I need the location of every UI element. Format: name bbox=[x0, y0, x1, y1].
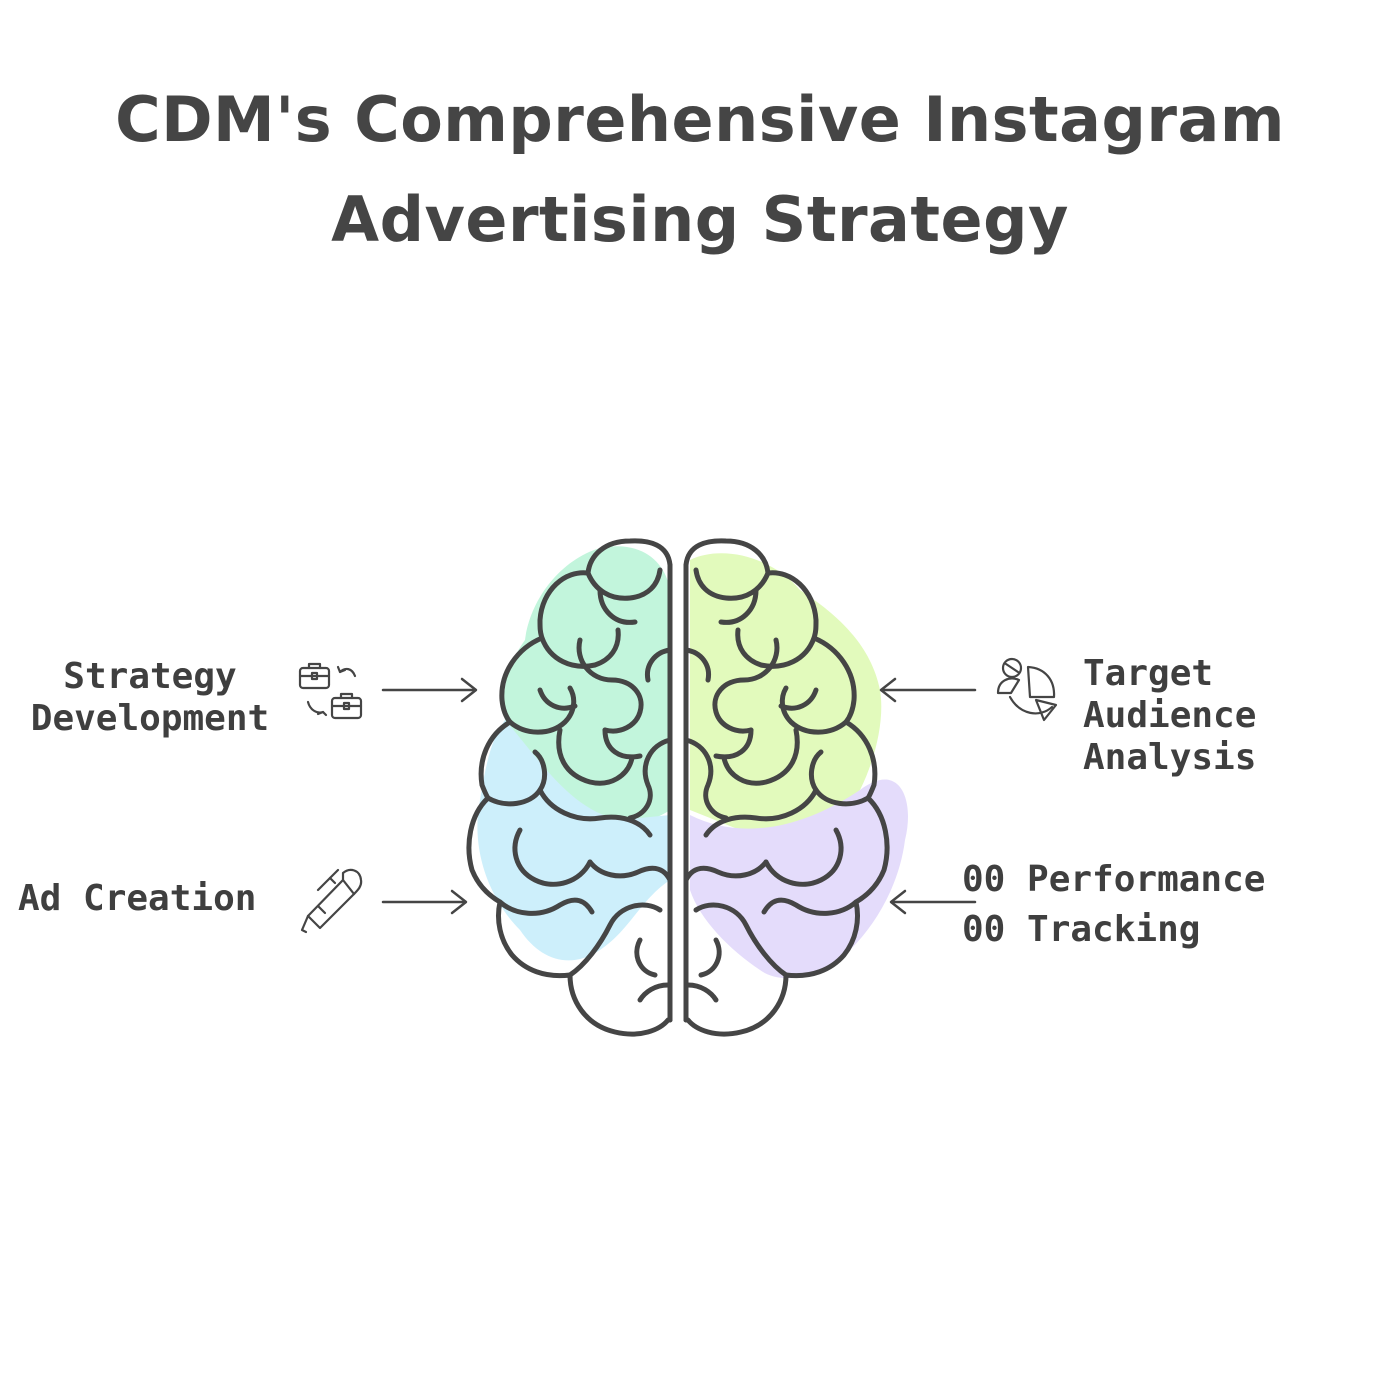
arrow-target-audience-analysis bbox=[879, 677, 977, 703]
pen-icon bbox=[300, 868, 363, 934]
strategy-development-line-1: Strategy bbox=[63, 656, 237, 697]
brain-icon bbox=[466, 538, 890, 1037]
left-gyrus bbox=[556, 727, 635, 786]
connector-arrows bbox=[381, 677, 977, 915]
right-gyrus bbox=[735, 627, 817, 669]
arrow-ad-creation bbox=[381, 889, 468, 915]
left-gyrus bbox=[587, 859, 673, 883]
left-gyrus bbox=[537, 787, 653, 838]
right-gyrus bbox=[703, 787, 819, 838]
right-gyrus bbox=[683, 647, 712, 683]
strategy-development-line-2: Development bbox=[30, 698, 270, 739]
performance-tracking-line-1: 00 Performance bbox=[962, 859, 1266, 900]
brain-color-fills bbox=[477, 546, 908, 979]
right-gyrus bbox=[761, 897, 859, 916]
performance-tracking-label: 00 Performance 00 Tracking bbox=[962, 855, 1265, 955]
right-gyrus bbox=[693, 902, 789, 978]
right-gyrus bbox=[712, 637, 780, 734]
left-gyrus bbox=[627, 737, 673, 821]
left-gyrus bbox=[585, 567, 663, 601]
right-gyrus bbox=[778, 687, 819, 711]
right-gyrus bbox=[713, 727, 754, 760]
right-gyrus bbox=[763, 827, 844, 887]
target-audience-line-2: Audience bbox=[1083, 695, 1257, 736]
arrow-performance-tracking bbox=[889, 889, 977, 915]
left-gyrus bbox=[576, 637, 644, 734]
target-audience-line-3: Analysis bbox=[1083, 737, 1257, 778]
top-right-lobe-fill bbox=[690, 553, 882, 838]
left-gyrus bbox=[539, 627, 621, 669]
performance-tracking-line-2: 00 Tracking bbox=[962, 909, 1201, 950]
bottom-right-lobe-fill bbox=[690, 779, 908, 979]
left-gyrus bbox=[567, 902, 663, 978]
ad-creation-label: Ad Creation bbox=[18, 878, 256, 920]
right-gyrus bbox=[779, 685, 849, 735]
left-gyrus bbox=[644, 647, 673, 683]
left-gyrus bbox=[497, 897, 595, 916]
left-gyrus bbox=[512, 827, 593, 887]
right-gyrus bbox=[698, 937, 722, 978]
left-gyrus bbox=[537, 687, 578, 711]
left-gyrus bbox=[634, 937, 658, 978]
right-gyrus bbox=[683, 737, 729, 821]
title-line-1: CDM's Comprehensive Instagram bbox=[115, 83, 1285, 156]
right-hemisphere-outline bbox=[683, 538, 890, 1037]
target-audience-analysis-label: Target Audience Analysis bbox=[1083, 653, 1256, 779]
briefcase-swap-icon bbox=[298, 662, 363, 720]
strategy-development-label: Strategy Development bbox=[0, 656, 300, 740]
diagram-title: CDM's Comprehensive Instagram Advertisin… bbox=[0, 70, 1400, 270]
bottom-left-lobe-fill bbox=[477, 720, 670, 961]
right-gyrus bbox=[693, 567, 771, 601]
right-gyrus bbox=[685, 982, 719, 1003]
left-gyrus bbox=[602, 727, 643, 760]
right-gyrus bbox=[718, 587, 759, 625]
left-gyrus bbox=[507, 685, 577, 735]
left-gyrus bbox=[597, 587, 638, 625]
title-line-2: Advertising Strategy bbox=[331, 183, 1069, 256]
arrow-strategy-development bbox=[381, 677, 478, 703]
left-hemisphere-outline bbox=[466, 538, 673, 1037]
target-audience-line-1: Target bbox=[1083, 653, 1214, 694]
ad-creation-text: Ad Creation bbox=[18, 878, 257, 919]
right-gyrus bbox=[683, 859, 769, 883]
right-gyrus bbox=[721, 727, 800, 786]
left-gyrus bbox=[637, 982, 671, 1003]
audience-pie-icon bbox=[996, 657, 1058, 722]
